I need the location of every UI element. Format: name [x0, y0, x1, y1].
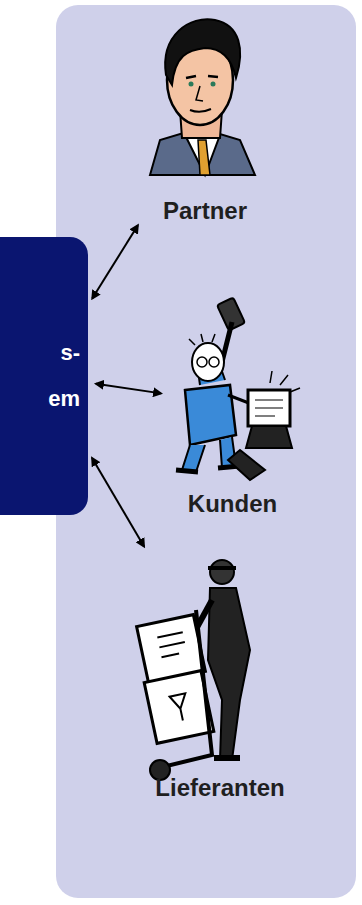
partner-node: Partner: [140, 10, 270, 225]
double-arrow: [96, 384, 161, 394]
customer-figure: [176, 298, 300, 480]
system-box: s- em: [0, 237, 88, 515]
node-label: Lieferanten: [153, 774, 286, 802]
partner-figure: [150, 19, 255, 175]
customer-node: Kunden: [165, 290, 300, 518]
box-title: s- em: [40, 330, 80, 422]
supplier-node: Lieferanten: [100, 550, 340, 802]
node-label: Partner: [161, 197, 249, 225]
double-arrow: [92, 225, 138, 298]
node-label: Kunden: [186, 490, 279, 518]
double-arrow: [92, 458, 144, 547]
supplier-figure: [137, 560, 250, 780]
